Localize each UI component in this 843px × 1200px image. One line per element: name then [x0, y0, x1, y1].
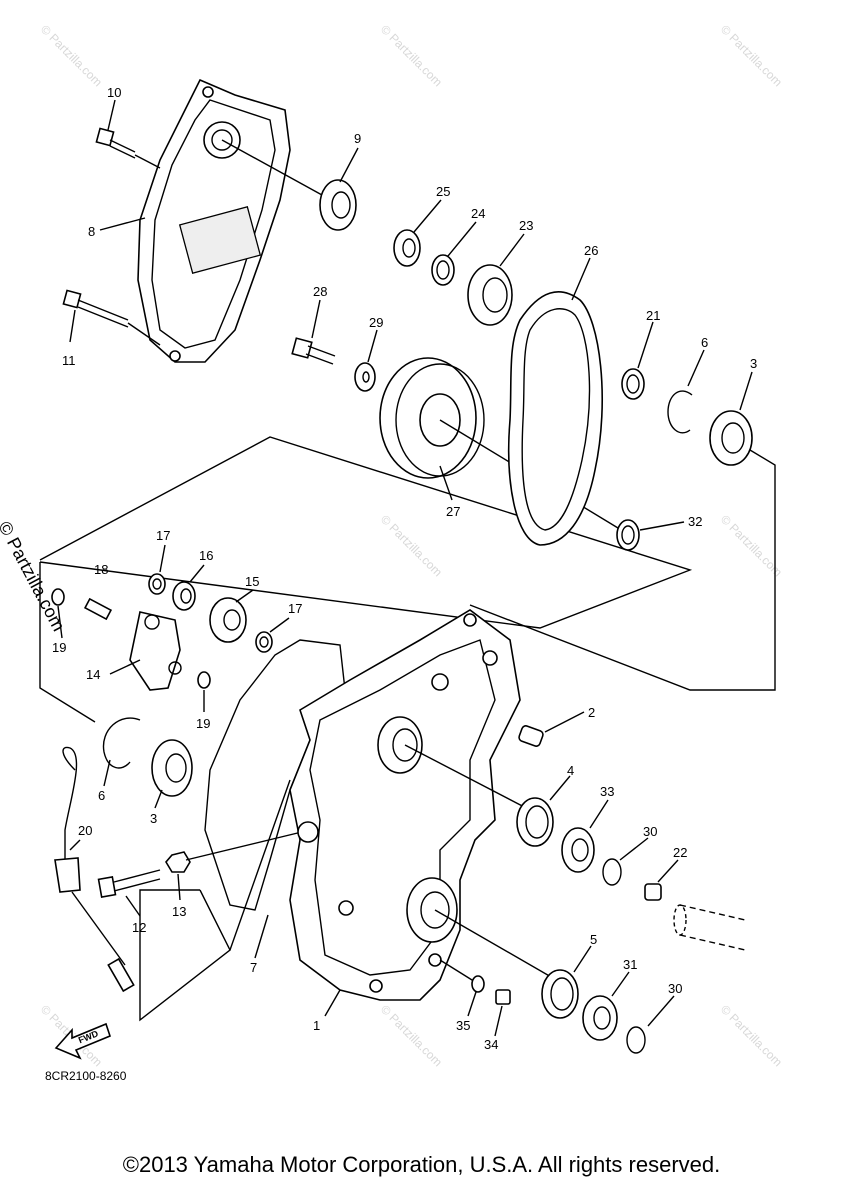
part-34-bolt — [495, 989, 511, 1005]
callout-35: 35 — [456, 1018, 470, 1033]
callout-8: 8 — [88, 224, 95, 239]
part-25-bushing — [393, 229, 421, 267]
part-19-clip — [51, 588, 65, 606]
part-32-bushing — [616, 519, 640, 551]
part-27-sprocket — [379, 357, 619, 529]
callout-12: 12 — [132, 920, 146, 935]
part-31-bearing — [582, 995, 618, 1041]
part-18-pin — [83, 597, 113, 621]
callout-16: 16 — [199, 548, 213, 563]
callout-26: 26 — [584, 243, 598, 258]
part-33-bearing — [561, 827, 595, 873]
watermark: © Partzilla.com — [378, 22, 445, 89]
part-29-washer — [354, 362, 376, 392]
part-6-circlip-upper — [667, 390, 693, 434]
part-3-bearing-lower — [151, 739, 193, 797]
watermark: © Partzilla.com — [718, 22, 785, 89]
callout-15: 15 — [245, 574, 259, 589]
callout-34: 34 — [484, 1037, 498, 1052]
part-4-seal — [516, 797, 554, 847]
part-1-case — [289, 609, 566, 1001]
grouping-frames — [39, 436, 776, 1022]
callout-20: 20 — [78, 823, 92, 838]
part-35-washer — [471, 975, 485, 993]
callout-10: 10 — [107, 85, 121, 100]
callouts: 1 2 3 3 4 5 6 6 7 8 9 10 11 12 13 14 15 … — [52, 85, 757, 1052]
callout-28: 28 — [313, 284, 327, 299]
part-11-bolt — [62, 289, 161, 346]
part-23-sprocket — [467, 264, 513, 326]
part-6-circlip-lower — [102, 717, 141, 769]
part-30-clip-upper — [602, 858, 622, 886]
part-2-cap — [518, 725, 544, 747]
callout-17: 17 — [156, 528, 170, 543]
callout-3: 3 — [750, 356, 757, 371]
callout-11: 11 — [62, 353, 76, 368]
callout-7: 7 — [250, 960, 257, 975]
callout-14: 14 — [86, 667, 100, 682]
callout-5: 5 — [590, 932, 597, 947]
drawing-code: 8CR2100-8260 — [45, 1069, 127, 1083]
callout-2: 2 — [588, 705, 595, 720]
part-14-arm — [129, 611, 182, 691]
exploded-parts-diagram: © Partzilla.com © Partzilla.com © Partzi… — [38, 22, 785, 1083]
watermark: © Partzilla.com — [38, 22, 105, 89]
callout-30: 30 — [668, 981, 682, 996]
watermark: © Partzilla.com — [378, 512, 445, 579]
callout-19: 19 — [196, 716, 210, 731]
part-10-bolt — [95, 127, 161, 169]
callout-32: 32 — [688, 514, 702, 529]
callout-13: 13 — [172, 904, 186, 919]
part-13-nut — [165, 829, 311, 873]
callout-31: 31 — [623, 957, 637, 972]
watermark: © Partzilla.com — [718, 1002, 785, 1069]
part-16-roller — [172, 581, 196, 611]
callout-1: 1 — [313, 1018, 320, 1033]
callout-9: 9 — [354, 131, 361, 146]
callout-6: 6 — [701, 335, 708, 350]
callout-6: 6 — [98, 788, 105, 803]
callout-18: 18 — [94, 562, 108, 577]
part-17-washer — [148, 573, 166, 595]
copyright-notice: ©2013 Yamaha Motor Corporation, U.S.A. A… — [122, 1152, 721, 1177]
part-22-plug — [644, 883, 662, 901]
part-21-bushing — [621, 368, 645, 400]
part-28-bolt — [291, 337, 336, 365]
part-17-washer-2 — [255, 631, 273, 653]
callout-25: 25 — [436, 184, 450, 199]
part-9-bearing — [221, 139, 357, 231]
part-20-dipstick — [54, 746, 135, 993]
part-19-clip-2 — [197, 671, 211, 689]
callout-23: 23 — [519, 218, 533, 233]
part-26-chain — [507, 291, 603, 546]
callout-33: 33 — [600, 784, 614, 799]
callout-29: 29 — [369, 315, 383, 330]
callout-17: 17 — [288, 601, 302, 616]
callout-24: 24 — [471, 206, 485, 221]
part-12-bolt — [97, 869, 161, 899]
part-30-clip-lower — [626, 1026, 646, 1054]
part-5-seal — [541, 969, 579, 1019]
part-15-bushing — [209, 597, 247, 643]
part-8-cover — [137, 78, 291, 363]
part-24-washer — [431, 254, 455, 286]
leader-lines — [57, 99, 753, 1037]
shaft-end — [673, 904, 746, 951]
callout-4: 4 — [567, 763, 574, 778]
callout-30: 30 — [643, 824, 657, 839]
callout-22: 22 — [673, 845, 687, 860]
callout-19: 19 — [52, 640, 66, 655]
watermark: © Partzilla.com — [378, 1002, 445, 1069]
callout-27: 27 — [446, 504, 460, 519]
callout-21: 21 — [646, 308, 660, 323]
part-3-bearing-upper — [709, 410, 753, 466]
callout-3: 3 — [150, 811, 157, 826]
